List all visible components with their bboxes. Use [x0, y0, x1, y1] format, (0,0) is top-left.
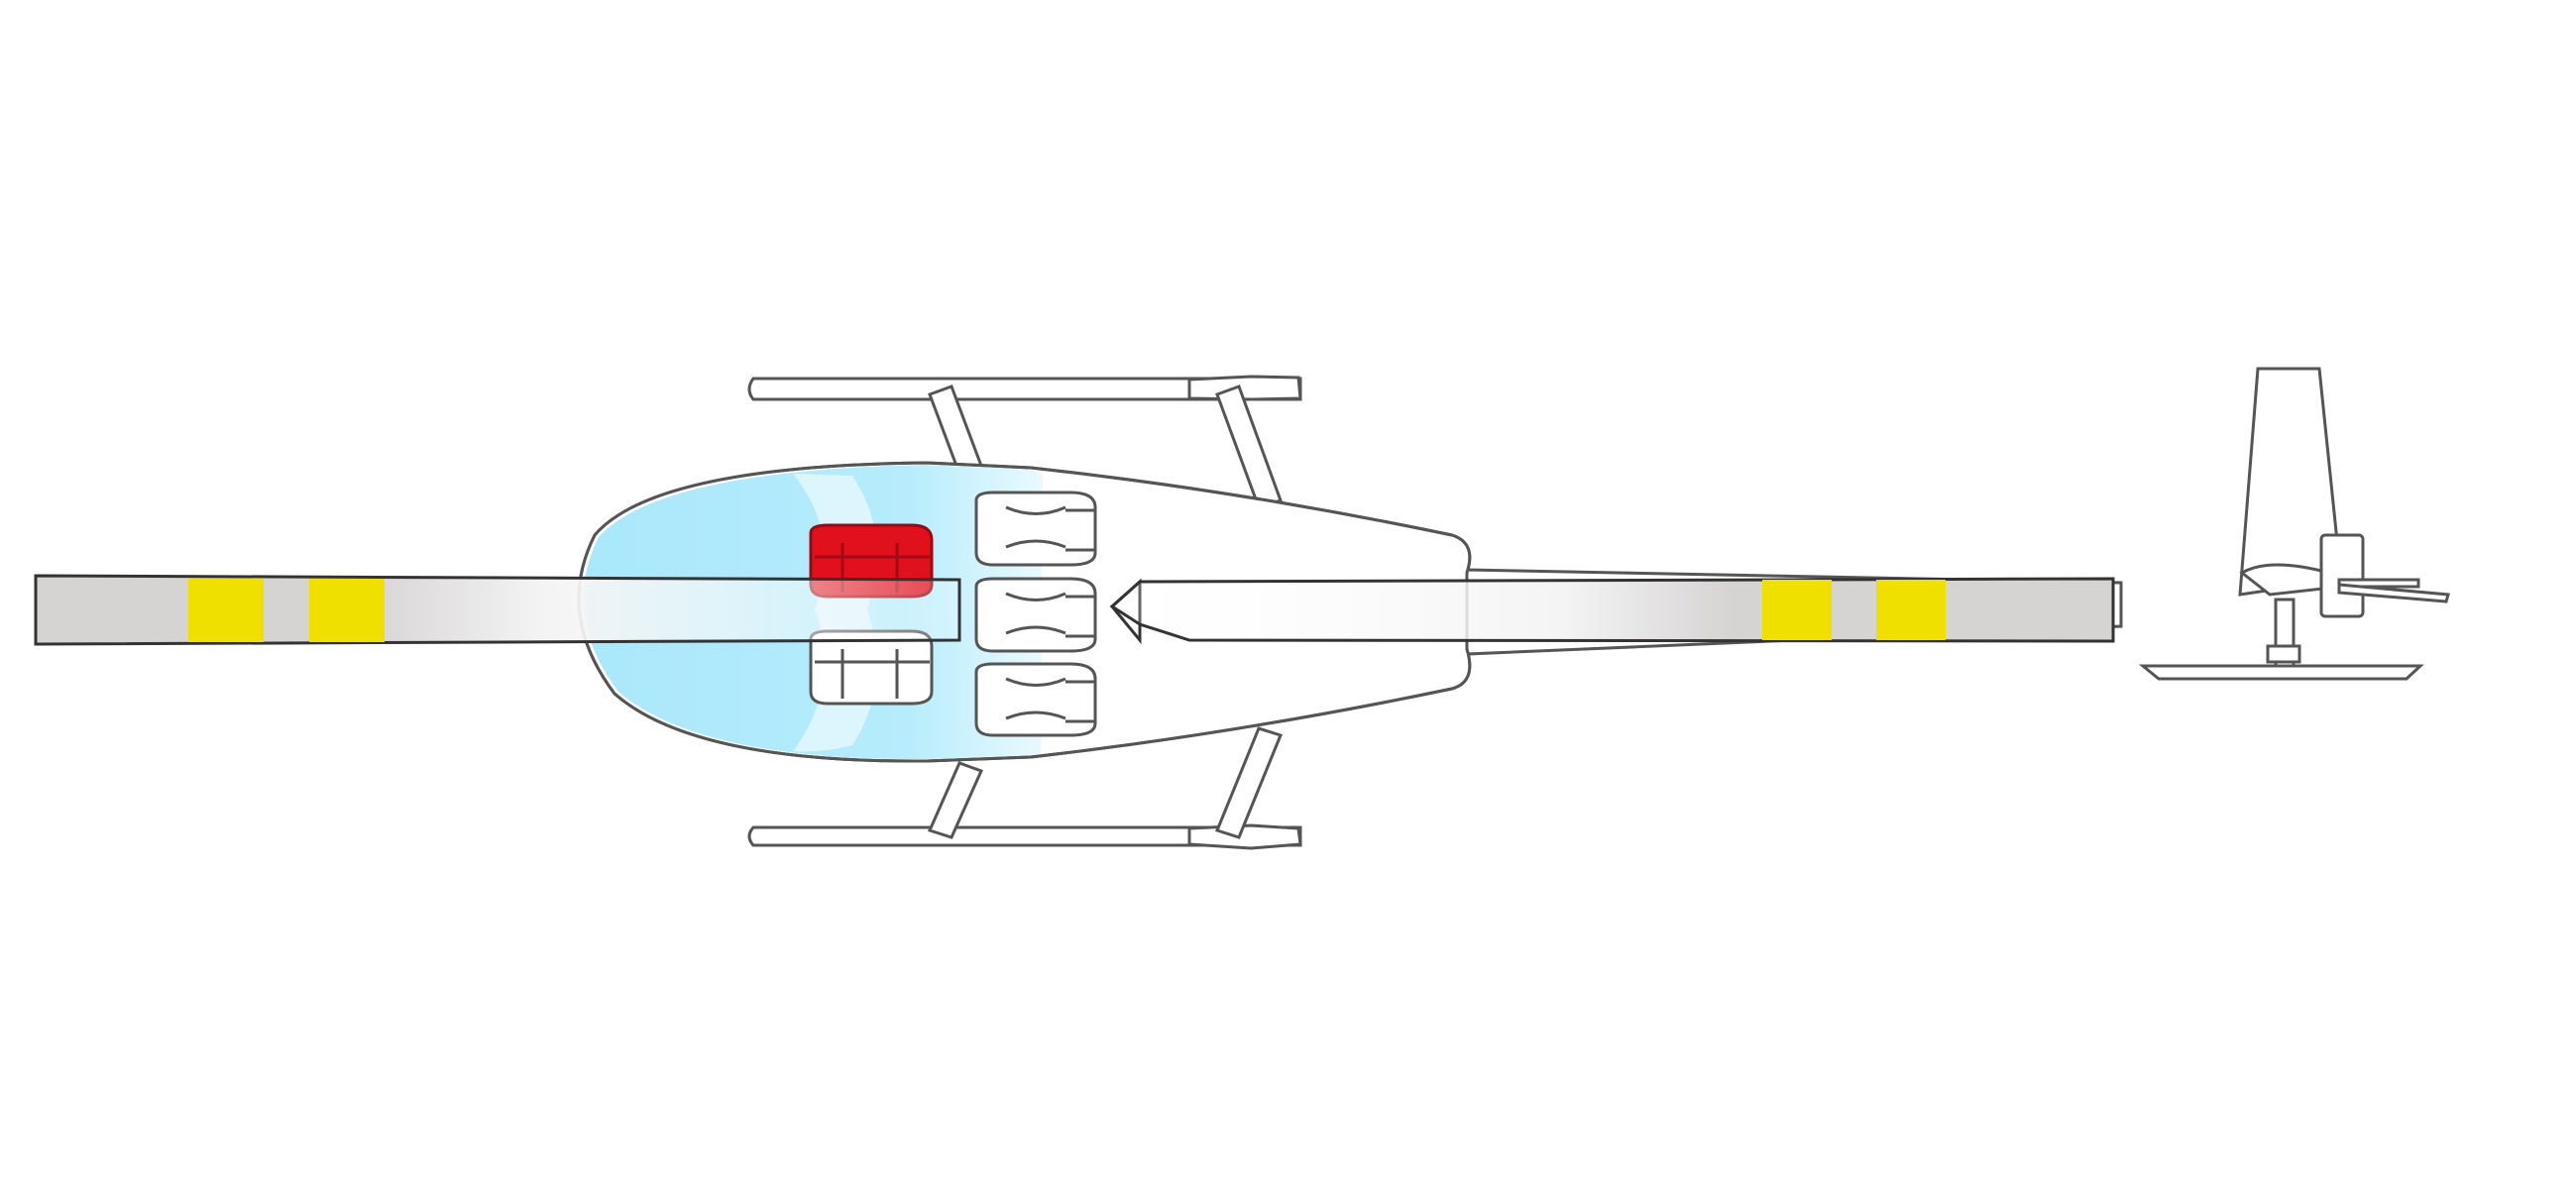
- seat-rear-row1[interactable]: [974, 491, 1097, 567]
- fuselage-outline: [577, 461, 1472, 763]
- skid-bottom-tip: [1187, 823, 1302, 850]
- main-rotor-blade-right: [1109, 577, 2115, 643]
- tail-rotor-hub: [2266, 644, 2301, 664]
- main-rotor-blade-left: [34, 574, 961, 646]
- seat-rear-row3[interactable]: [974, 662, 1097, 737]
- tail-rotor-blade-b: [2337, 583, 2450, 603]
- tail-assembly: [2138, 367, 2450, 681]
- strut-rear-top: [1215, 384, 1283, 509]
- blade-marker-left-1: [188, 579, 264, 642]
- landing-skids: [747, 375, 1302, 850]
- strut-front-bottom: [927, 761, 984, 839]
- blade-marker-right-1: [1762, 580, 1832, 640]
- blade-marker-left-2: [309, 579, 385, 642]
- tail-gearbox: [2319, 533, 2365, 618]
- skid-top-tip: [1187, 375, 1302, 401]
- blade-marker-right-2: [1876, 580, 1946, 640]
- strut-rear-bottom: [1214, 726, 1284, 839]
- seat-rear-row2[interactable]: [974, 577, 1097, 653]
- tail-skid: [2138, 664, 2424, 681]
